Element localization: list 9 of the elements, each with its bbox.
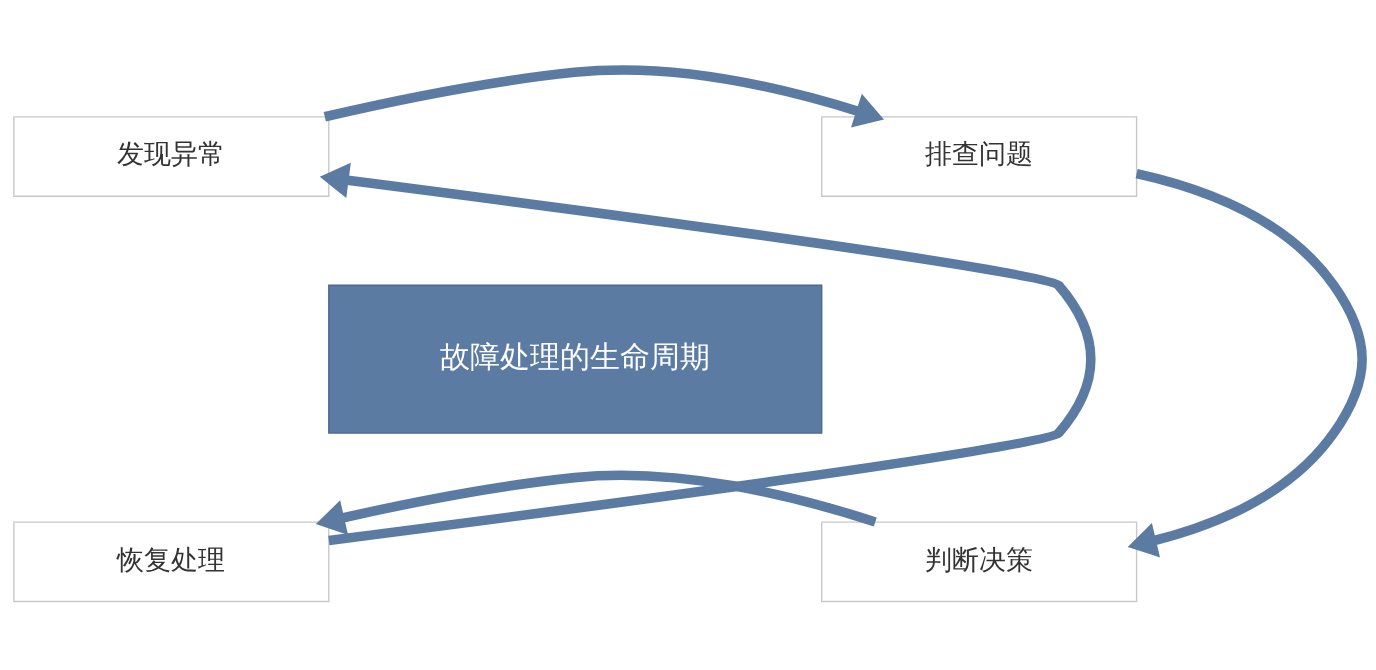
node-box: 排查问题: [821, 115, 1138, 197]
node-box: 恢复处理: [13, 520, 330, 602]
node-box: 判断决策: [821, 520, 1138, 602]
arrow: [323, 64, 884, 128]
arrow: [315, 470, 877, 535]
arrow: [319, 162, 1096, 545]
node-box: 发现异常: [13, 115, 330, 197]
node-box: 故障处理的生命周期: [328, 284, 823, 434]
arrow: [1127, 168, 1367, 558]
